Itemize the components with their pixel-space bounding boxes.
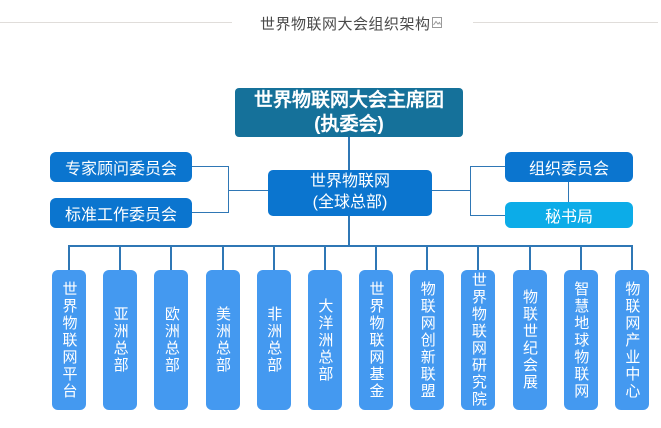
- page-title: 世界物联网大会组织架构: [258, 13, 433, 34]
- box-global-hq: 世界物联网 (全球总部): [268, 170, 432, 216]
- box-presidium: 世界物联网大会主席团 (执委会): [235, 88, 463, 137]
- branch-cell: 物联网创新联盟: [410, 245, 445, 410]
- branch-cell: 物联世纪会展: [512, 245, 547, 410]
- connector-root-hub: [348, 137, 350, 170]
- branch-cell: 欧洲总部: [154, 245, 189, 410]
- connector-branch-drop: [68, 245, 70, 270]
- branch-cell: 物联网产业中心: [614, 245, 649, 410]
- connector-left-stub-bottom: [192, 212, 228, 213]
- title-divider-right: [473, 22, 658, 23]
- branch-box: 物联世纪会展: [512, 270, 547, 410]
- connector-right-stub-top: [470, 166, 505, 167]
- box-expert-advisory-committee: 专家顾问委员会: [50, 152, 192, 182]
- branch-box: 世界物联网基金: [359, 270, 394, 410]
- branch-box: 世界物联网研究院: [461, 270, 496, 410]
- connector-hub-to-right: [432, 190, 470, 191]
- branch-box: 美洲总部: [205, 270, 240, 410]
- box-organizing-committee: 组织委员会: [505, 152, 633, 182]
- branch-box: 物联网创新联盟: [410, 270, 445, 410]
- connector-branch-drop: [579, 245, 582, 270]
- connector-left-stub-top: [192, 166, 228, 167]
- branch-box: 非洲总部: [256, 270, 291, 410]
- connector-branch-drop: [630, 245, 633, 270]
- connector-branch-drop: [170, 245, 173, 270]
- connector-branch-drop: [272, 245, 275, 270]
- branch-cell: 世界物联网研究院: [461, 245, 496, 410]
- branch-cell: 世界物联网基金: [359, 245, 394, 410]
- branch-cell: 非洲总部: [256, 245, 291, 410]
- connector-branch-drop: [375, 245, 378, 270]
- branch-cell: 亚洲总部: [103, 245, 138, 410]
- connector-branch-drop: [477, 245, 480, 270]
- box-standards-working-committee: 标准工作委员会: [50, 198, 192, 228]
- connector-hub-down: [348, 216, 350, 246]
- connector-branch-drop: [528, 245, 531, 270]
- branch-cell: 世界物联网平台: [52, 245, 86, 410]
- branch-cell: 美洲总部: [205, 245, 240, 410]
- branch-cell: 智慧地球物联网: [563, 245, 598, 410]
- broken-image-icon: [432, 17, 442, 28]
- branch-cell: 大洋洲总部: [307, 245, 342, 410]
- branch-box: 物联网产业中心: [614, 270, 649, 410]
- connector-left-to-hub: [228, 190, 268, 191]
- connector-branch-drop: [426, 245, 429, 270]
- connector-branch-drop: [119, 245, 122, 270]
- branch-box: 世界物联网平台: [52, 270, 86, 410]
- branch-row: 世界物联网平台 亚洲总部 欧洲总部 美洲总部 非洲总部 大洋洲总部 世界物联网基…: [52, 245, 649, 410]
- branch-box: 智慧地球物联网: [563, 270, 598, 410]
- box-secretariat: 秘书局: [505, 202, 633, 228]
- title-divider-left: [0, 22, 232, 23]
- connector-right-vertical: [470, 166, 471, 216]
- connector-branch-drop: [221, 245, 224, 270]
- connector-branch-drop: [323, 245, 326, 270]
- connector-left-vertical: [228, 166, 229, 213]
- connector-distribution-line: [68, 245, 633, 247]
- branch-box: 大洋洲总部: [307, 270, 342, 410]
- connector-organizing-secretariat: [568, 182, 569, 202]
- connector-right-stub-bottom: [470, 215, 505, 216]
- branch-box: 欧洲总部: [154, 270, 189, 410]
- branch-box: 亚洲总部: [103, 270, 138, 410]
